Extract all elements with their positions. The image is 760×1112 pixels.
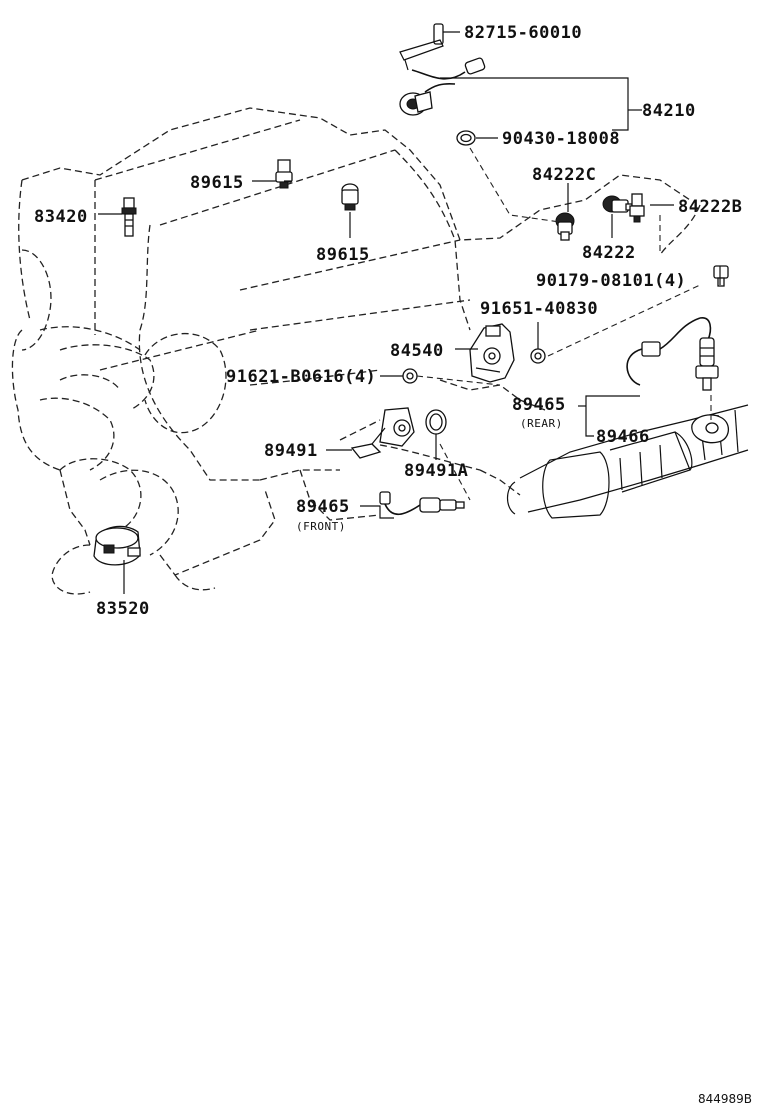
label-90179-08101: 90179-08101(4) xyxy=(536,271,686,291)
label-91621-B0616: 91621-B0616(4) xyxy=(226,367,376,387)
part-labels: 82715-60010 84210 90430-18008 89615 8961… xyxy=(34,23,752,1106)
reference-lines xyxy=(416,147,712,501)
label-84540: 84540 xyxy=(390,341,444,361)
sensor-89615-a xyxy=(275,159,293,189)
sensor-89615-b xyxy=(341,183,359,211)
nut-91651 xyxy=(530,348,546,364)
label-89465-front: 89465 xyxy=(296,497,350,517)
oxygen-sensor-front xyxy=(379,491,465,516)
label-front: (FRONT) xyxy=(296,520,346,533)
label-89615-b: 89615 xyxy=(316,245,370,265)
label-84222C: 84222C xyxy=(532,165,596,185)
oxygen-sensor-rear xyxy=(626,317,719,391)
switch-84222C xyxy=(555,212,575,241)
switch-84222B xyxy=(629,193,645,223)
figure-id: 844989B xyxy=(698,1092,752,1106)
switch-84222 xyxy=(602,195,633,213)
label-91651-40830: 91651-40830 xyxy=(480,299,598,319)
leader-lines xyxy=(98,31,721,594)
bolt-90179 xyxy=(713,265,729,287)
label-89615-a: 89615 xyxy=(190,173,244,193)
sensor-83520 xyxy=(93,525,141,566)
label-90430-18008: 90430-18008 xyxy=(502,129,620,149)
wire-harness-84210 xyxy=(399,23,486,146)
label-82715-60010: 82715-60010 xyxy=(464,23,582,43)
label-89491A: 89491A xyxy=(404,461,468,481)
label-84222B: 84222B xyxy=(678,197,742,217)
label-89465-rear: 89465 xyxy=(512,395,566,415)
label-84222: 84222 xyxy=(582,243,636,263)
label-84210: 84210 xyxy=(642,101,696,121)
label-83420: 83420 xyxy=(34,207,88,227)
label-rear: (REAR) xyxy=(520,417,563,430)
label-83520: 83520 xyxy=(96,599,150,619)
gasket-89466 xyxy=(691,414,729,444)
engine-outline xyxy=(11,107,701,595)
nut-91621 xyxy=(402,368,418,384)
label-89491: 89491 xyxy=(264,441,318,461)
sensor-89491 xyxy=(350,407,415,459)
label-89466: 89466 xyxy=(596,427,650,447)
ring-89491A xyxy=(425,409,447,435)
sensor-83420 xyxy=(121,197,137,237)
switch-84540 xyxy=(469,323,515,383)
